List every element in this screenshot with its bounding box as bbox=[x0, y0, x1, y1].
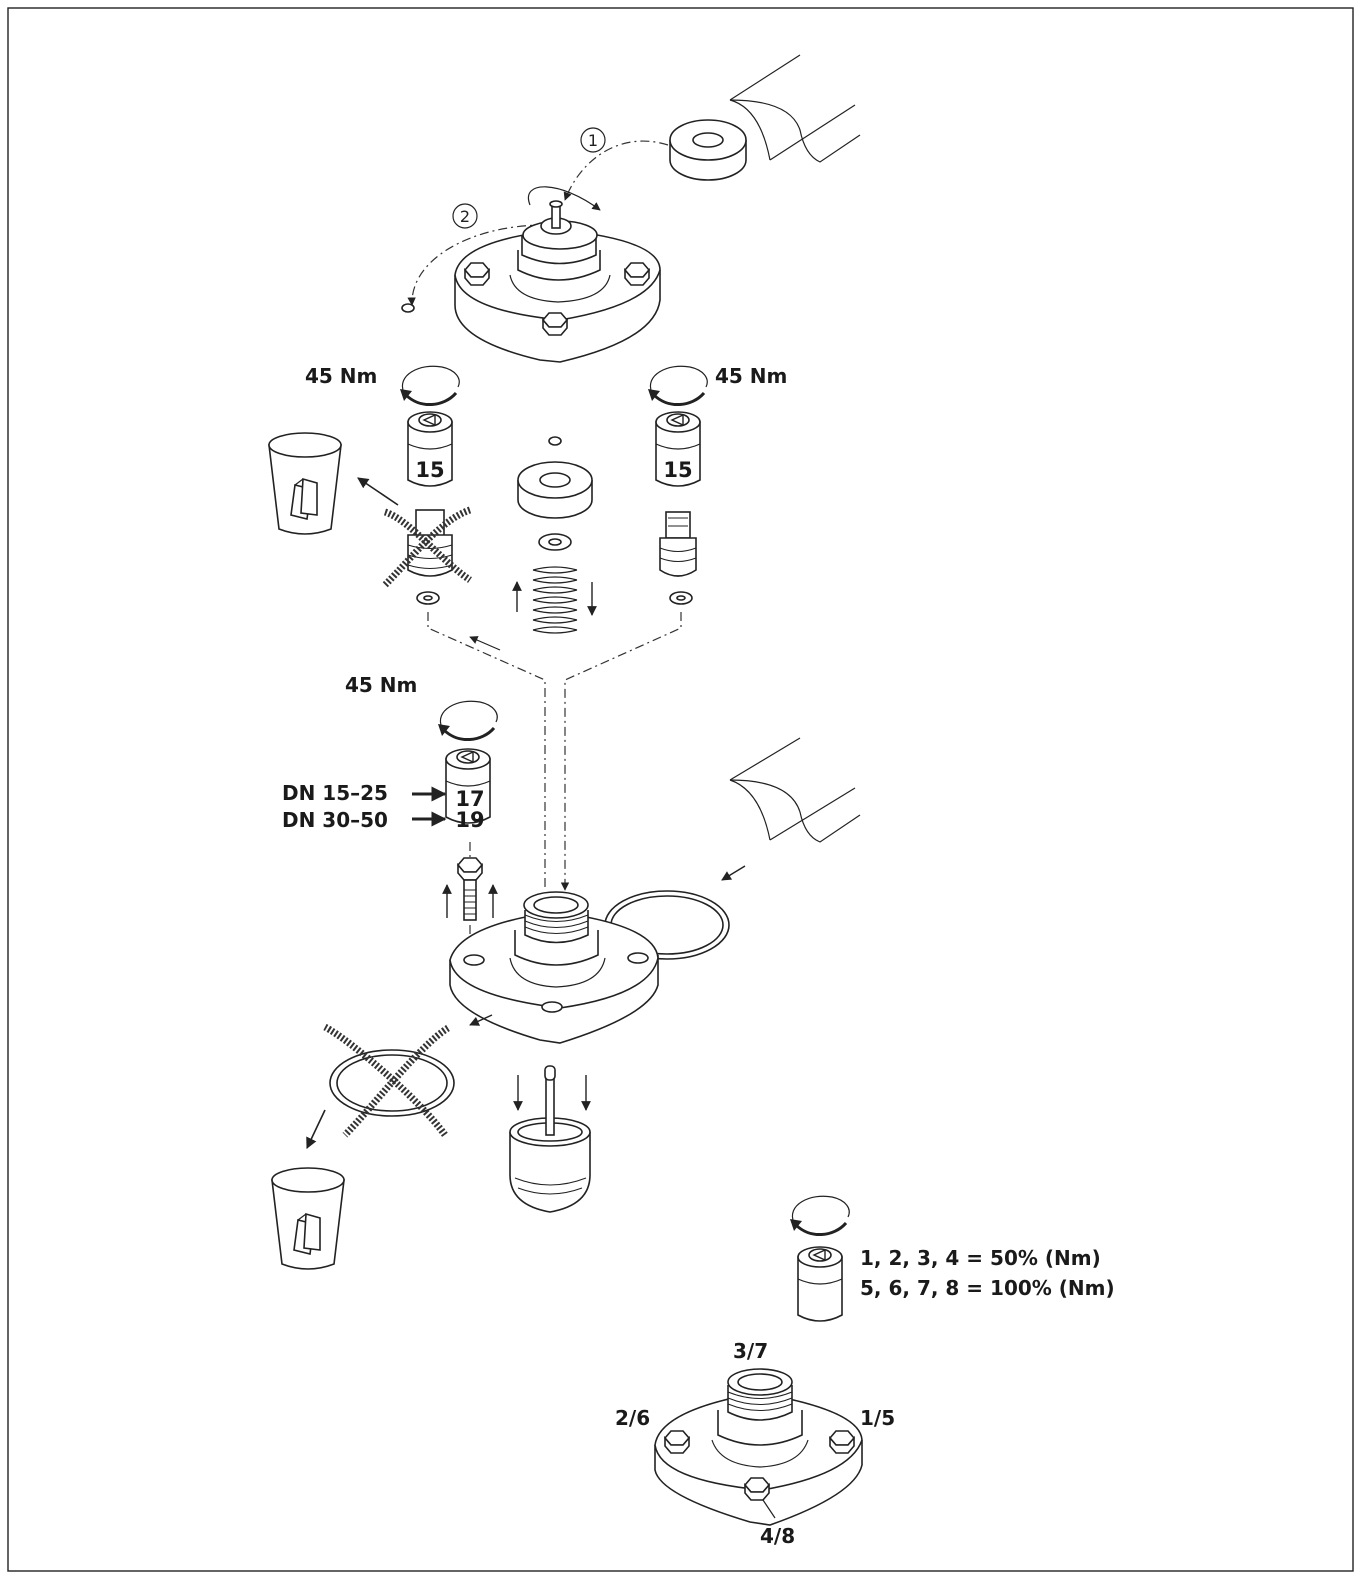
step-1-label: 1 bbox=[588, 131, 598, 150]
spring-assembly bbox=[512, 436, 597, 634]
step-1-path bbox=[563, 140, 669, 201]
bolt-label-2-6: 2/6 bbox=[615, 1406, 650, 1430]
frame-border bbox=[7, 7, 1354, 1572]
route-arrow bbox=[469, 636, 501, 651]
dn-small-label: DN 15–25 bbox=[282, 781, 388, 805]
waste-bin-top bbox=[268, 432, 342, 535]
rotation-arrow-mid bbox=[436, 699, 499, 742]
torque-label-left: 45 Nm bbox=[305, 364, 377, 388]
bolt-label-1-5: 1/5 bbox=[860, 1406, 895, 1430]
old-o-ring-discarded bbox=[306, 1014, 493, 1150]
torque-rule-first: 1, 2, 3, 4 = 50% (Nm) bbox=[860, 1246, 1101, 1270]
bolt-label-4-8: 4/8 bbox=[760, 1524, 795, 1548]
route-left bbox=[427, 612, 546, 890]
waste-bin-bottom bbox=[271, 1167, 345, 1270]
mid-tool-illustration bbox=[729, 737, 861, 843]
torque-label-mid: 45 Nm bbox=[345, 673, 417, 697]
socket-right-size: 15 bbox=[663, 458, 692, 482]
bolt-label-3-7: 3/7 bbox=[733, 1339, 768, 1363]
rotation-arrow-left bbox=[398, 364, 461, 407]
valve-insert bbox=[509, 1065, 591, 1213]
flange-bolt bbox=[442, 842, 498, 950]
torque-label-right: 45 Nm bbox=[715, 364, 787, 388]
step-2-marker bbox=[452, 203, 478, 229]
tightening-sequence-flange bbox=[654, 1368, 863, 1526]
rotation-arrow-sequence bbox=[788, 1194, 851, 1237]
socket-mid-size-b: 19 bbox=[455, 808, 484, 832]
step-2-path bbox=[407, 224, 546, 306]
step-1-marker bbox=[580, 127, 606, 153]
new-nozzle bbox=[659, 511, 697, 605]
socket-left-size: 15 bbox=[415, 458, 444, 482]
rotation-arrow-right bbox=[646, 364, 709, 407]
top-valve-bonnet bbox=[454, 200, 661, 363]
top-tool-illustration bbox=[729, 54, 861, 163]
socket-sequence bbox=[797, 1246, 843, 1322]
valve-body-flange bbox=[449, 891, 659, 1044]
top-clip bbox=[401, 303, 415, 313]
torque-rule-second: 5, 6, 7, 8 = 100% (Nm) bbox=[860, 1276, 1115, 1300]
rotate-arrow-top bbox=[527, 186, 601, 211]
step-2-label: 2 bbox=[460, 207, 470, 226]
old-nozzle-discarded bbox=[382, 506, 472, 605]
top-seal-washer bbox=[669, 119, 747, 181]
dn-large-label: DN 30–50 bbox=[282, 808, 388, 832]
socket-mid-size-a: 17 bbox=[455, 787, 484, 811]
route-right bbox=[560, 612, 682, 891]
discard-arrow-top bbox=[357, 477, 399, 506]
